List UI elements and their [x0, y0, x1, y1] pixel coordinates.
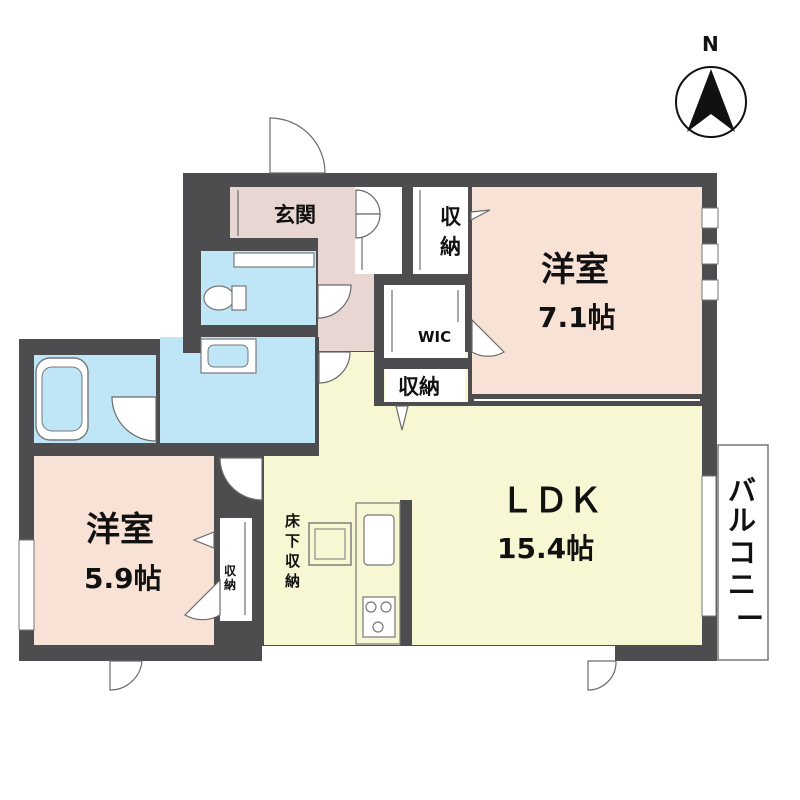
wall-kitchen-counter-back	[400, 500, 412, 646]
entrance-fill	[230, 187, 355, 238]
underfloor-hatch-icon	[308, 522, 352, 566]
kitchen	[308, 502, 401, 645]
ldk-exit-door[interactable]	[587, 660, 617, 691]
toilet-door[interactable]	[317, 284, 352, 319]
underfloor-hatch-inner	[314, 528, 346, 560]
ldk-label: ＬＤＫ	[500, 481, 602, 521]
storage-top-door-arrow-icon[interactable]	[470, 209, 491, 221]
sink-icon	[363, 514, 395, 566]
storage-middle-door-arrow-icon[interactable]	[395, 405, 409, 431]
window-bedroom-main-2	[701, 243, 719, 265]
wall-bath-bedroom	[19, 443, 315, 456]
bathtub-inner	[41, 366, 83, 432]
wic-door[interactable]	[471, 318, 505, 357]
shoe-closet-door-2[interactable]	[355, 213, 381, 239]
storage-top-fill	[413, 187, 468, 274]
storage-small-label-2: 納	[224, 577, 236, 592]
wic-label: WIC	[418, 328, 451, 346]
compass-label: N	[702, 32, 719, 56]
washroom-door[interactable]	[318, 351, 351, 384]
storage-middle-label: 収納	[398, 375, 440, 399]
north-arrow-icon	[687, 69, 735, 132]
wall-storage-divider	[402, 187, 413, 274]
wall-bath-top	[19, 339, 160, 355]
ldk-size: 15.4帖	[497, 532, 594, 565]
bath-door[interactable]	[111, 396, 157, 442]
bedroom-main-fill	[472, 187, 702, 394]
entrance-label: 玄関	[274, 203, 316, 227]
bedroom-small-exit-door[interactable]	[109, 660, 143, 691]
balcony-label-2: ル	[728, 504, 756, 537]
toilet-bowl-icon	[203, 285, 235, 311]
storage-small-door[interactable]	[184, 578, 221, 621]
wall-wic-bottom	[374, 358, 472, 369]
fixtures	[35, 252, 315, 441]
wall-wc-left	[183, 238, 201, 353]
labels: 玄関 収 納 洋室 7.1帖 WIC 収納 ＬＤＫ 15.4帖 洋室 5.9帖 …	[84, 203, 764, 635]
balcony	[717, 444, 769, 661]
balcony-label-3: コ	[728, 536, 756, 569]
bedroom-small-label: 洋室	[86, 510, 154, 550]
window-ldk-balcony	[701, 475, 717, 617]
storage-top-label-2: 納	[440, 235, 461, 259]
washbasin-bowl	[207, 344, 249, 368]
wall-storage-mid-bottom	[374, 402, 472, 406]
wall-wc-washroom	[201, 325, 318, 337]
bedroom-main-size: 7.1帖	[538, 301, 616, 334]
bedroom-small-fill	[34, 456, 214, 645]
balcony-label-1: バ	[728, 474, 756, 507]
front-door[interactable]	[269, 117, 326, 174]
storage-small-label-1: 収	[224, 564, 237, 578]
compass: N	[675, 32, 747, 138]
storage-small-fill	[220, 518, 252, 621]
storage-small-arrow-icon[interactable]	[192, 531, 215, 549]
doors	[109, 117, 617, 691]
wall-storage-small-left	[214, 518, 220, 645]
window-bedroom-main-1	[701, 207, 719, 229]
burner-icon	[365, 601, 377, 613]
window-bedroom-main-3	[701, 279, 719, 301]
underfloor-label-4: 納	[285, 572, 300, 590]
wall-wc-top	[201, 238, 318, 251]
wall-storage-small-right	[252, 518, 264, 645]
burner-icon	[372, 621, 384, 633]
wall-bath-washroom	[156, 355, 160, 443]
toilet-tank-icon	[233, 252, 315, 268]
windows	[18, 207, 719, 631]
storage-top-label-1: 収	[440, 205, 462, 229]
balcony-label-4: ニ	[728, 568, 756, 601]
wic-fill	[384, 285, 465, 358]
wall-wic-top	[374, 274, 472, 285]
bedroom-main-label: 洋室	[541, 250, 609, 290]
bedroom-small-size: 5.9帖	[84, 562, 162, 595]
bedroom-small-door[interactable]	[219, 457, 263, 501]
wall-wic-left	[374, 285, 384, 406]
toilet-back-icon	[231, 285, 247, 311]
wall-entrance-left	[183, 173, 230, 238]
underfloor-label-1: 床	[285, 512, 301, 530]
balcony-area	[717, 444, 769, 661]
burner-icon	[380, 601, 392, 613]
wall-storage-bedroom	[468, 187, 472, 406]
wall-washroom-right	[315, 337, 319, 456]
balcony-label-5: ー	[736, 602, 764, 635]
underfloor-label-3: 収	[285, 552, 301, 570]
storage-middle-fill	[385, 369, 465, 402]
window-bedroom-small	[18, 539, 35, 631]
underfloor-label-2: 下	[285, 532, 300, 550]
